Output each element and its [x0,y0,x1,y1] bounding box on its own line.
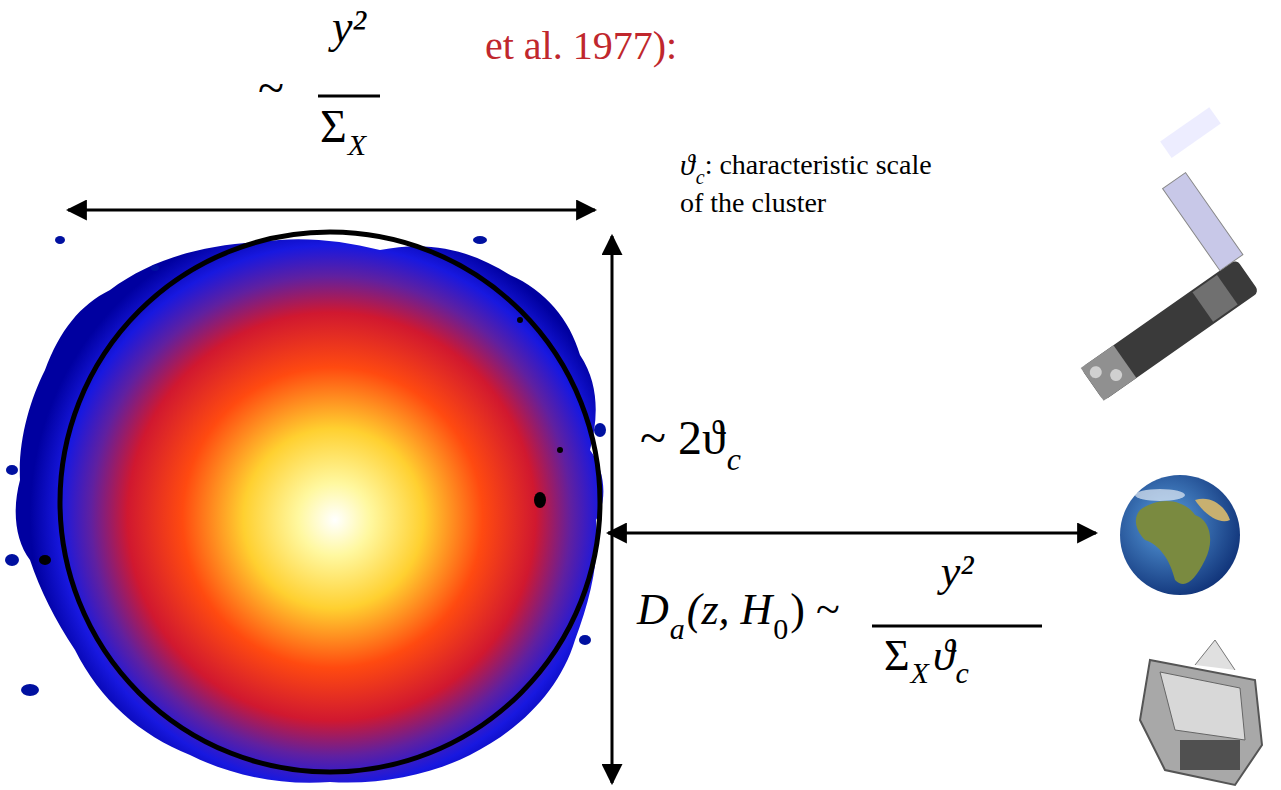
fraction-bar [872,625,1042,628]
description: of the cluster [680,188,826,219]
subscript: X [348,128,366,161]
earth [1120,475,1240,595]
distance-arrow [608,532,1096,535]
microwave-satellite [1140,640,1262,785]
theta-symbol: ϑ [680,148,695,181]
subscript: X [911,656,929,689]
fraction-bar [318,95,380,98]
formula-text: ) ~ [790,586,839,634]
distance-symbol: D [637,586,669,634]
formula-text: (z, H [687,586,773,634]
subscript: c [727,442,741,477]
reference-text: et al. 1977): [485,24,677,68]
tilde: ~ [258,62,284,115]
theta-symbol: ϑ [933,632,955,680]
dark-spots [39,317,563,565]
sigma: Σ [320,102,347,153]
numerator: y² [941,548,974,596]
subscript: c [956,656,969,689]
size-label: ~ 2ϑ [640,412,726,465]
width-arrow [68,209,595,212]
subscript: c [696,166,705,188]
size-arrow [611,236,614,783]
description: : characteristic scale [705,150,932,181]
sigma: Σ [884,632,910,680]
cluster-circle [60,232,600,772]
xray-satellite [1000,107,1281,401]
subscript: 0 [773,612,788,645]
numerator: y² [332,2,366,53]
subscript: a [670,612,685,645]
